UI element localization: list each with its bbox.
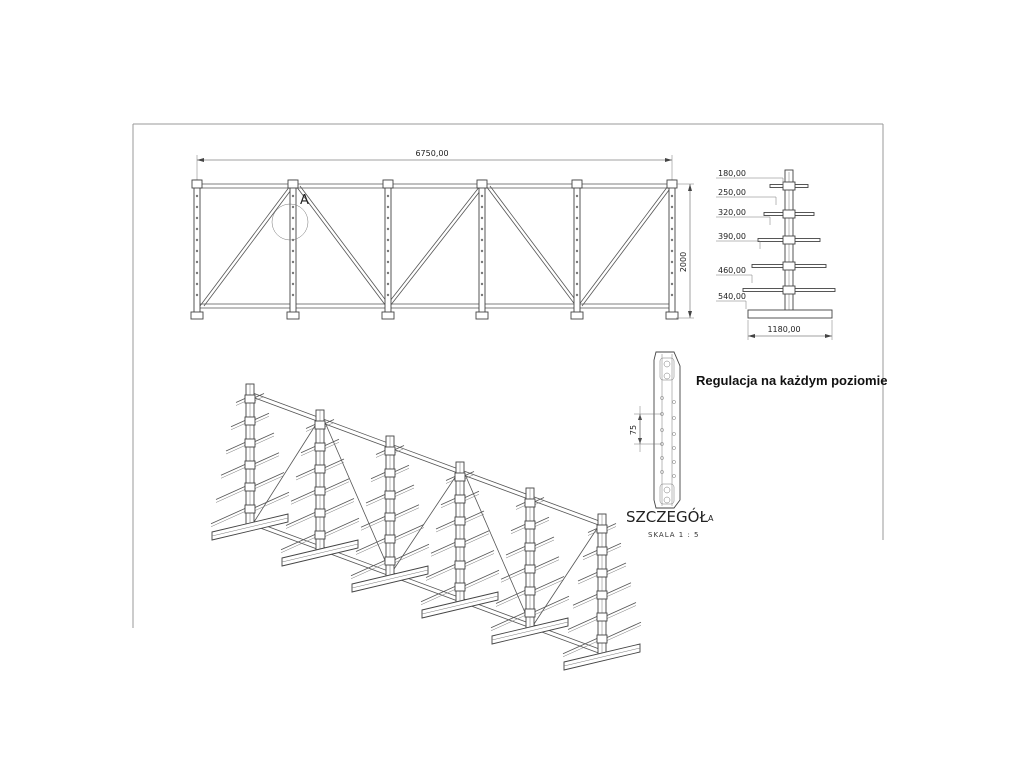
arm-dimension-label: 390,00: [718, 232, 746, 241]
height-label: 2000: [679, 252, 688, 272]
upright: [665, 179, 679, 320]
adjustment-hole: [672, 446, 676, 450]
base-width-label: 1180,00: [767, 325, 800, 334]
arm-level: [769, 181, 809, 191]
iso-upright: [280, 409, 360, 567]
arm-level: [763, 209, 815, 219]
detail-marker-a: A: [271, 193, 309, 241]
adjustment-hole: [672, 460, 676, 464]
adjustment-hole: [660, 470, 664, 474]
base-width-dimension: 1180,00: [747, 320, 833, 340]
base-plate: [747, 309, 833, 319]
arm-level: [742, 285, 836, 295]
front-view: 6750,00 2000: [190, 149, 694, 320]
height-dimension: 2000: [676, 183, 694, 319]
iso-upright: [562, 513, 642, 671]
iso-upright: [210, 383, 290, 541]
overall-length-dimension: 6750,00: [196, 149, 673, 186]
upright: [286, 179, 300, 320]
uprights: [190, 179, 679, 320]
adjustment-note: Regulacja na każdym poziomie: [696, 373, 887, 388]
upright: [475, 179, 489, 320]
arm-dimension: 390,00: [716, 232, 761, 249]
detail-a-view: 75 SZCZEGÓŁ A SKALA 1 : 5: [626, 351, 714, 539]
arm-level: [757, 235, 821, 245]
arm-dimension: 180,00: [716, 169, 784, 186]
side-view: 180,00 250,00 320,00 390,00 460,00 540,00 118…: [716, 169, 836, 340]
upright: [570, 179, 584, 320]
adjustment-hole: [672, 416, 676, 420]
arm-dimension-label: 460,00: [718, 266, 746, 275]
detail-title-suffix: A: [708, 514, 714, 523]
detail-scale: SKALA 1 : 5: [648, 531, 700, 539]
isometric-view: [210, 383, 642, 671]
iso-upright: [350, 435, 430, 593]
overall-length-label: 6750,00: [415, 149, 448, 158]
adjustment-hole: [660, 396, 664, 400]
arm-dimension-label: 540,00: [718, 292, 746, 301]
arm-dimension-label: 320,00: [718, 208, 746, 217]
detail-title: SZCZEGÓŁ: [626, 507, 708, 526]
hole-pitch-label: 75: [629, 425, 638, 435]
adjustment-hole: [672, 474, 676, 478]
iso-upright: [420, 461, 500, 619]
adjustment-hole: [660, 456, 664, 460]
sheet-border: [132, 123, 884, 628]
arm-level: [751, 261, 827, 271]
arm-dimension: 320,00: [716, 208, 771, 225]
upright: [190, 179, 204, 320]
iso-upright: [490, 487, 570, 645]
arm-dimension: 250,00: [716, 188, 777, 205]
arm-dimension: 460,00: [716, 266, 753, 283]
adjustment-hole: [660, 428, 664, 432]
arm-dimension-label: 180,00: [718, 169, 746, 178]
hole-pitch-dimension: 75: [629, 406, 662, 452]
adjustment-hole: [672, 432, 676, 436]
adjustment-hole: [672, 400, 676, 404]
arm-dimension: 540,00: [716, 292, 747, 309]
diagonal-braces: [199, 185, 673, 307]
side-arms: 180,00 250,00 320,00 390,00 460,00 540,00: [716, 169, 836, 309]
arm-dimension-label: 250,00: [718, 188, 746, 197]
detail-marker-label: A: [300, 193, 309, 208]
upright: [381, 179, 395, 320]
